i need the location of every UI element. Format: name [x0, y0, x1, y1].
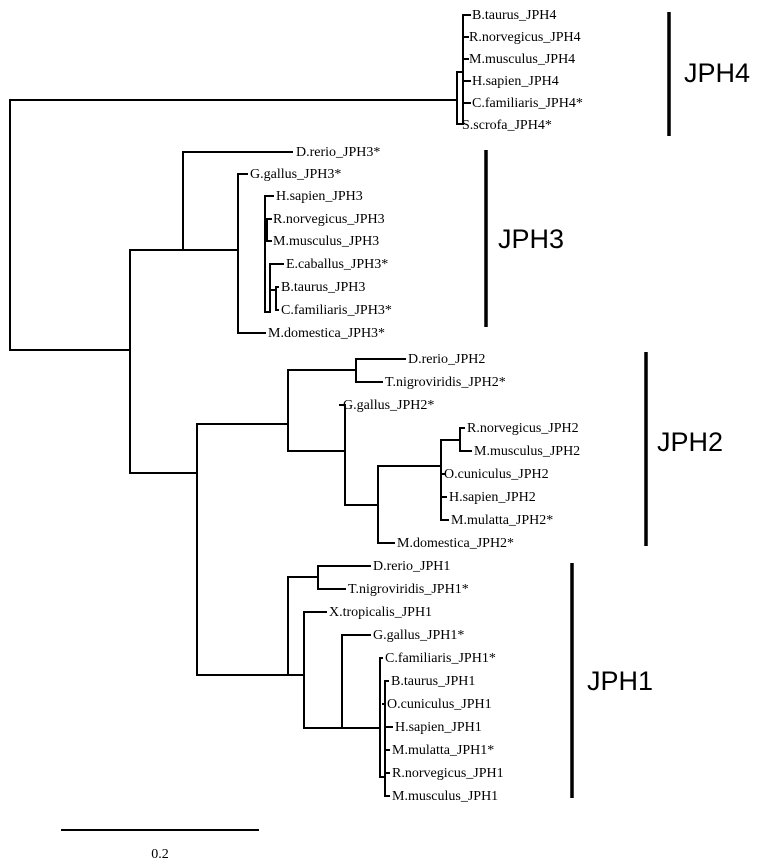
leaf-label: H.sapien_JPH2 [449, 490, 536, 505]
clade-label-jph2: JPH2 [657, 427, 723, 457]
leaf-label: M.musculus_JPH3 [273, 234, 379, 249]
leaf-label: R.norvegicus_JPH2 [467, 421, 579, 436]
leaf-label: C.familiaris_JPH4* [472, 96, 583, 111]
leaf-label: S.scrofa_JPH4* [462, 118, 552, 133]
leaf-label: R.norvegicus_JPH1 [392, 766, 504, 781]
clade-label-jph4: JPH4 [684, 58, 750, 88]
leaf-label: G.gallus_JPH2* [343, 398, 434, 413]
leaf-label: G.gallus_JPH1* [373, 628, 464, 643]
leaf-label: G.gallus_JPH3* [250, 167, 341, 182]
leaf-label: X.tropicalis_JPH1 [329, 605, 432, 620]
leaf-label: O.cuniculus_JPH1 [387, 697, 492, 712]
clade-label-jph1: JPH1 [587, 666, 653, 696]
leaf-label: R.norvegicus_JPH4 [469, 30, 581, 45]
leaf-label: M.mulatta_JPH1* [392, 743, 494, 758]
leaf-label: T.nigroviridis_JPH2* [385, 375, 506, 390]
leaf-label: D.rerio_JPH2 [408, 352, 485, 367]
scale-bar: 0.2 [61, 829, 259, 862]
leaf-label: M.musculus_JPH2 [474, 444, 580, 459]
tree-branches [9, 14, 472, 797]
clade-label-jph3: JPH3 [498, 224, 564, 254]
leaf-label: B.taurus_JPH4 [472, 8, 556, 23]
clade-markers: JPH4 JPH3 JPH2 JPH1 [484, 12, 750, 798]
leaf-label: D.rerio_JPH1 [373, 559, 450, 574]
leaf-label: R.norvegicus_JPH3 [273, 212, 385, 227]
leaf-label: D.rerio_JPH3* [296, 145, 380, 160]
leaf-label: M.musculus_JPH1 [392, 789, 498, 804]
leaf-label: T.nigroviridis_JPH1* [348, 582, 469, 597]
leaf-label: M.domestica_JPH3* [268, 326, 385, 341]
leaf-label: O.cuniculus_JPH2 [444, 467, 549, 482]
leaf-label: H.sapien_JPH1 [395, 720, 482, 735]
leaf-label: B.taurus_JPH1 [391, 674, 475, 689]
leaf-label: M.domestica_JPH2* [397, 536, 514, 551]
leaf-label: H.sapien_JPH3 [276, 189, 363, 204]
scale-bar-label: 0.2 [151, 847, 169, 862]
leaf-label: B.taurus_JPH3 [281, 280, 365, 295]
leaf-label: C.familiaris_JPH3* [281, 303, 392, 318]
leaf-label: M.mulatta_JPH2* [451, 513, 553, 528]
leaf-label: C.familiaris_JPH1* [385, 651, 496, 666]
leaf-label: H.sapien_JPH4 [472, 74, 559, 89]
leaf-label: E.caballus_JPH3* [286, 257, 388, 272]
leaf-label: M.musculus_JPH4 [469, 52, 575, 67]
leaf-labels: B.taurus_JPH4 R.norvegicus_JPH4 M.muscul… [250, 8, 583, 804]
